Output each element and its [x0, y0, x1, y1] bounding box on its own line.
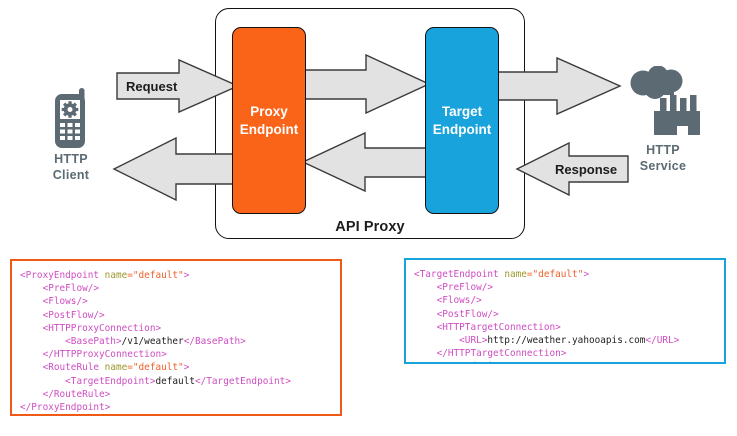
code-token: >	[183, 362, 190, 374]
code-line: <PreFlow/>	[20, 282, 340, 295]
code-token: <HTTPProxyConnection>	[20, 322, 162, 334]
code-token: <RouteRule	[20, 362, 105, 374]
code-line: <Flows/>	[414, 294, 724, 307]
code-token: <TargetEndpoint	[414, 269, 505, 280]
code-token: <ProxyEndpoint	[20, 270, 105, 281]
target-endpoint-code-block[interactable]: <TargetEndpoint name="default"> <PreFlow…	[404, 258, 726, 364]
code-line: <ProxyEndpoint name="default">	[20, 269, 340, 282]
code-line: <BasePath>/v1/weather</BasePath>	[20, 335, 340, 348]
target-endpoint-label-line1: Target	[441, 103, 483, 119]
code-line: <PostFlow/>	[20, 309, 340, 322]
response-arrow	[515, 141, 629, 197]
code-line: </HTTPProxyConnection>	[20, 348, 340, 361]
code-token: </TargetEndpoint>	[194, 375, 291, 387]
code-token: >	[183, 270, 190, 281]
code-line: <TargetEndpoint name="default">	[414, 268, 724, 281]
proxy-endpoint-code-block[interactable]: <ProxyEndpoint name="default"> <PreFlow/…	[10, 259, 342, 416]
code-token: <Flows/>	[20, 296, 88, 308]
api-proxy-label: API Proxy	[335, 219, 405, 235]
code-token: /v1/weather	[121, 336, 184, 348]
code-token: </ProxyEndpoint>	[20, 402, 111, 414]
code-line: <TargetEndpoint>default</TargetEndpoint>	[20, 375, 340, 388]
code-line: <URL>http://weather.yahooapis.com</URL>	[414, 334, 724, 347]
code-line: </TargetEndpoint>	[414, 360, 724, 362]
http-client-label-line1: HTTP	[54, 152, 88, 166]
code-token: default	[155, 375, 195, 387]
http-client-caption: HTTP Client	[31, 152, 111, 183]
request-arrow-label: Request	[126, 79, 178, 94]
target-endpoint-label-line2: Endpoint	[432, 121, 492, 137]
code-token: <TargetEndpoint>	[20, 375, 156, 387]
http-service-caption: HTTP Service	[623, 143, 703, 174]
code-line: <RouteRule name="default">	[20, 361, 340, 374]
http-service-label-line2: Service	[639, 158, 687, 173]
code-token: name	[504, 269, 527, 280]
target-to-proxy-arrow	[301, 131, 431, 193]
code-token: <BasePath>	[20, 336, 122, 348]
code-token: </BasePath>	[183, 336, 246, 348]
proxy-to-client-arrow	[112, 136, 240, 202]
code-token: <HTTPTargetConnection>	[414, 321, 561, 333]
code-line: </RouteRule>	[20, 388, 340, 401]
code-line: </ProxyEndpoint>	[20, 401, 340, 414]
code-token: ="default"	[127, 270, 184, 281]
mobile-phone-gear-icon	[55, 88, 85, 148]
code-token: http://weather.yahooapis.com	[487, 335, 646, 347]
target-to-service-arrow	[492, 56, 622, 116]
code-line: </HTTPTargetConnection>	[414, 347, 724, 360]
code-token: name	[104, 362, 128, 374]
code-token: </URL>	[645, 335, 680, 347]
code-token: ="default"	[127, 362, 184, 374]
code-line: <HTTPTargetConnection>	[414, 321, 724, 334]
code-line: <PostFlow/>	[414, 308, 724, 321]
code-token: <PreFlow/>	[20, 283, 100, 295]
code-token: <Flows/>	[414, 295, 482, 307]
request-arrow	[116, 58, 240, 114]
proxy-endpoint-label-line1: Proxy	[250, 103, 288, 119]
proxy-endpoint-box[interactable]: Proxy Endpoint	[232, 27, 306, 214]
code-token: ="default"	[526, 269, 584, 280]
http-client-label-line2: Client	[52, 167, 90, 182]
code-token: name	[104, 270, 128, 281]
code-token: <PostFlow/>	[20, 309, 105, 321]
code-token: >	[583, 269, 589, 280]
code-token: <PreFlow/>	[414, 282, 494, 294]
target-endpoint-box[interactable]: Target Endpoint	[425, 27, 499, 214]
proxy-to-target-arrow	[299, 53, 431, 115]
code-line: <HTTPProxyConnection>	[20, 322, 340, 335]
proxy-endpoint-label-line2: Endpoint	[239, 121, 299, 137]
code-token: </TargetEndpoint>	[414, 361, 510, 362]
code-line: <Flows/>	[20, 295, 340, 308]
code-line: <PreFlow/>	[414, 281, 724, 294]
cloud-factory-icon	[630, 66, 700, 135]
code-token: <PostFlow/>	[414, 308, 499, 320]
code-token: </HTTPTargetConnection>	[414, 348, 567, 360]
response-arrow-label: Response	[555, 162, 618, 177]
code-token: <URL>	[414, 335, 488, 347]
http-service-label-line1: HTTP	[646, 143, 680, 157]
code-token: </HTTPProxyConnection>	[20, 349, 167, 361]
code-token: </RouteRule>	[20, 388, 111, 400]
